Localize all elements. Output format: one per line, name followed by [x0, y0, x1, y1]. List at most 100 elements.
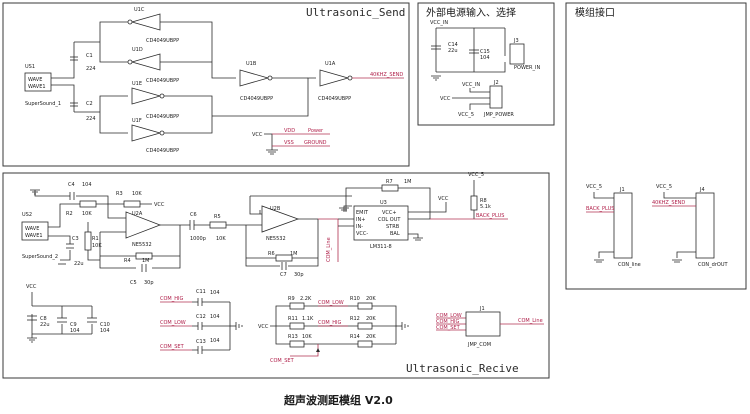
- receive-title: Ultrasonic_Recive: [406, 362, 519, 375]
- send-title: Ultrasonic_Send: [306, 6, 405, 19]
- us2-label: US2: [22, 212, 32, 218]
- u3-inp: IN+: [356, 217, 365, 223]
- send-ground: GROUND: [304, 140, 327, 146]
- r8-resistor: [470, 195, 478, 211]
- r8-value: 5.1k: [480, 204, 491, 210]
- r3-resistor: [123, 200, 141, 208]
- com-set-net: COM_SET: [160, 344, 185, 350]
- u2b-ref: NE5532: [266, 236, 286, 242]
- u3-bal: BAL: [390, 231, 400, 237]
- j3-connector: [509, 43, 525, 65]
- j2-connector: [489, 85, 503, 109]
- power-circuit: VCC_IN C14 22u C15 104 J3 POWER_IN VCC_I…: [430, 20, 541, 118]
- c5-label: C5: [130, 280, 137, 286]
- r12-value: 20K: [366, 316, 376, 322]
- decap-vcc: VCC: [26, 284, 37, 290]
- receive-circuit: C4 104 R3 10K VCC US2 WAVE WAVE1 SuperSo…: [21, 172, 544, 364]
- j1-con: CON_line: [618, 262, 641, 268]
- j1-back-plus: BACK_PLUS: [586, 206, 614, 212]
- r2-value: 10K: [82, 211, 92, 217]
- r12-resistor: [357, 322, 373, 330]
- c14-label: C14: [448, 42, 458, 48]
- send-vss: VSS: [284, 140, 294, 146]
- r4-label: R4: [124, 258, 131, 264]
- c6-label: C6: [190, 212, 197, 218]
- r13-label: R13: [288, 334, 298, 340]
- r13-resistor: [289, 340, 305, 348]
- vccin-label: VCC_IN: [430, 20, 448, 26]
- c7-value: 30p: [294, 272, 304, 278]
- c4-label: C4: [68, 182, 75, 188]
- jmp-com-line: COM_Line: [518, 318, 543, 324]
- power-title: 外部电源输入、选择: [426, 6, 516, 19]
- u3-colout: COL OUT: [378, 217, 401, 223]
- com-hig-net: COM_HIG: [160, 296, 183, 302]
- jmp-power-label: JMP_POWER: [483, 112, 514, 118]
- receive-frame: [2, 172, 550, 379]
- r2-label: R2: [66, 211, 73, 217]
- c13-value: 104: [210, 338, 220, 344]
- u1a-ref: CD4049UBPP: [318, 96, 351, 102]
- c4-value: 104: [82, 182, 92, 188]
- r6-resistor: [275, 254, 293, 262]
- com-low-net: COM_LOW: [160, 320, 186, 326]
- u3-vccp: VCC+: [382, 210, 397, 216]
- u1a-label: U1A: [325, 61, 336, 67]
- us2-transducer: [21, 221, 49, 241]
- r7-label: R7: [386, 179, 393, 185]
- c1-value: 224: [86, 66, 96, 72]
- r4-value: 1M: [142, 258, 150, 264]
- r14-value: 20K: [366, 334, 376, 340]
- c12-value: 104: [210, 314, 220, 320]
- u3-vcc: VCC: [438, 196, 449, 202]
- u3-ref: LM311-8: [370, 244, 392, 250]
- u3-vccm: VCC-: [356, 231, 368, 237]
- r12-label: R12: [350, 316, 360, 322]
- r10-resistor: [357, 302, 373, 310]
- figure-caption: 超声波测距模组 V2.0: [283, 393, 393, 407]
- vcc-label: VCC: [440, 96, 451, 102]
- c2-value: 224: [86, 116, 96, 122]
- jmp-com-label: JMP_COM: [467, 342, 491, 348]
- vcc5-label: VCC_5: [458, 112, 474, 118]
- jmp-com-hig: COM_HIG: [436, 319, 459, 325]
- c6-value: 1000p: [190, 236, 206, 242]
- c10-value: 104: [100, 328, 110, 334]
- us1-pin1: WAVE: [28, 77, 42, 83]
- c15-label: C15: [480, 49, 490, 55]
- u1c-ref: CD4049UBPP: [146, 38, 179, 44]
- c10-label: C10: [100, 322, 110, 328]
- u1b-ref: CD4049UBPP: [240, 96, 273, 102]
- us1-sensor: SuperSound_1: [25, 101, 61, 107]
- back-plus-net: BACK_PLUS: [476, 213, 504, 219]
- r4-resistor: [135, 252, 153, 260]
- r5-resistor: [209, 221, 227, 229]
- send-power: Power: [308, 128, 324, 134]
- jmp-com-set: COM_SET: [436, 325, 461, 331]
- r2-resistor: [79, 200, 97, 208]
- u3-comparator: [353, 205, 409, 241]
- r11-value: 1.1K: [302, 316, 314, 322]
- us2-sensor: SuperSound_2: [22, 254, 58, 260]
- c14-value: 22u: [448, 48, 458, 54]
- c11-value: 104: [210, 290, 220, 296]
- jmp-com-ref: J1: [479, 306, 485, 312]
- div-com-set: COM_SET: [270, 358, 295, 364]
- c2-label: C2: [86, 101, 93, 107]
- r8-vcc5: VCC_5: [468, 172, 484, 178]
- u1e-ref: CD4049UBPP: [146, 114, 179, 120]
- div-com-low: COM_LOW: [318, 300, 344, 306]
- u3-strb: STRB: [386, 224, 400, 230]
- r1-resistor: [84, 231, 92, 251]
- r3-value: 10K: [132, 191, 142, 197]
- r5-value: 10K: [216, 236, 226, 242]
- u1b-label: U1B: [246, 61, 257, 67]
- j4-connector: [695, 192, 715, 259]
- r6-value: 1M: [290, 251, 298, 257]
- j1-label: J1: [619, 187, 625, 193]
- r9-label: R9: [288, 296, 295, 302]
- r11-label: R11: [288, 316, 298, 322]
- div-com-hig: COM_HIG: [318, 320, 341, 326]
- r14-resistor: [357, 340, 373, 348]
